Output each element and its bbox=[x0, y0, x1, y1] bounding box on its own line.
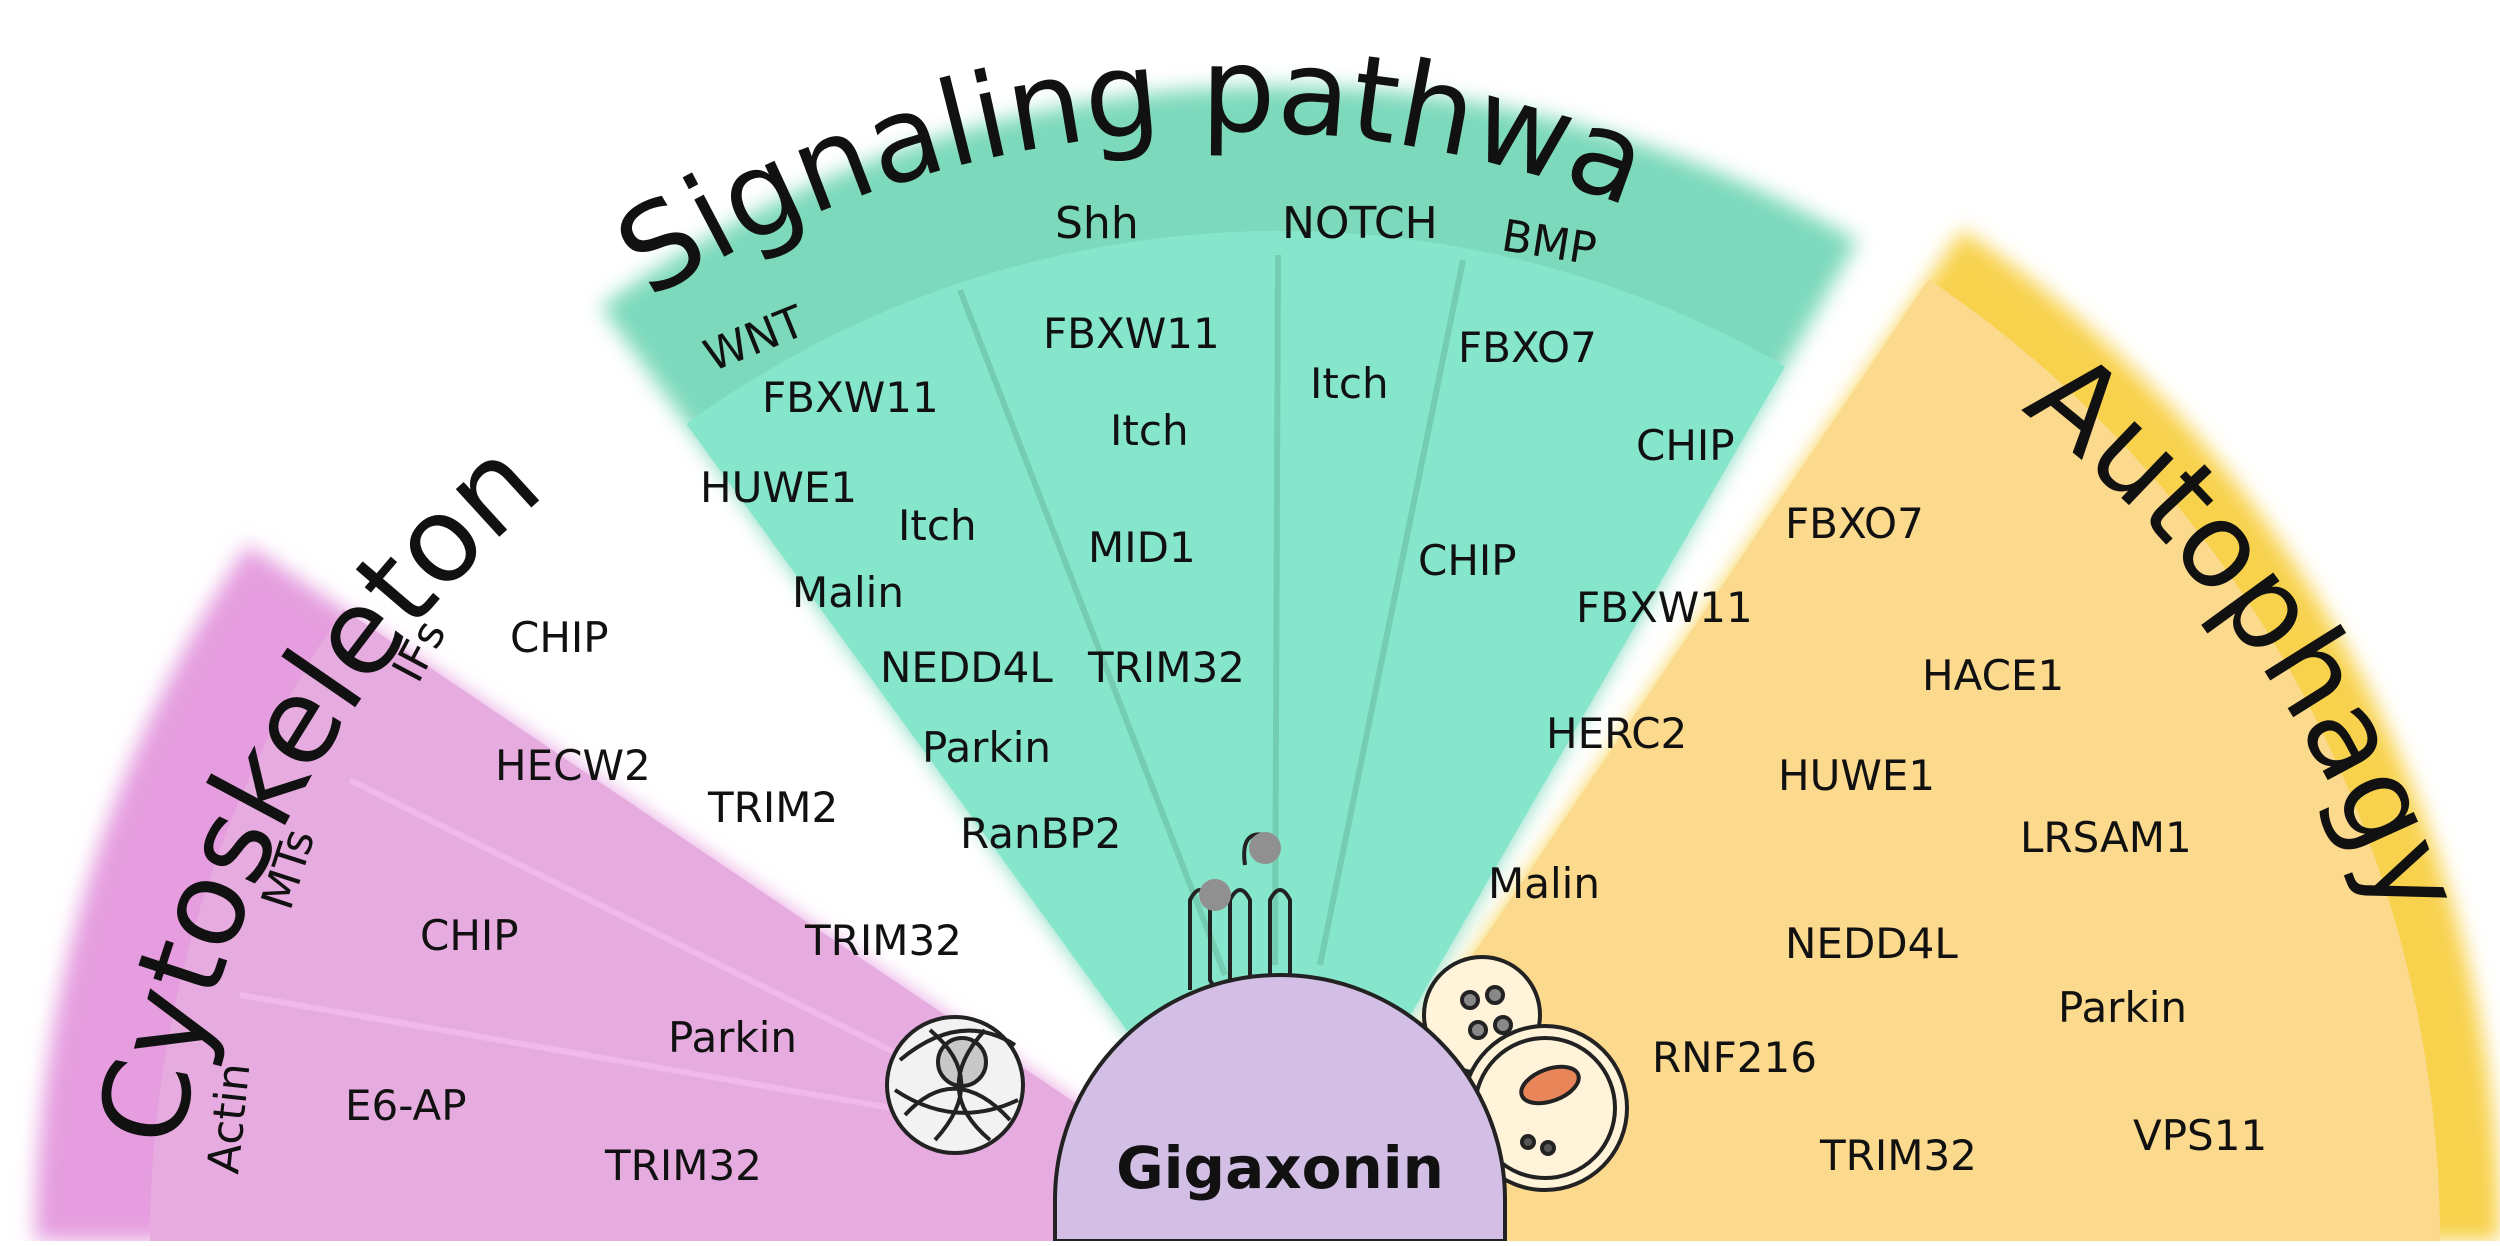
gene-label: RanBP2 bbox=[960, 809, 1121, 858]
signal-category-shh: Shh bbox=[1055, 198, 1139, 249]
signaling-inner-sector bbox=[686, 230, 1785, 1193]
autophagosome-icon bbox=[1422, 955, 1629, 1192]
gene-label: TRIM32 bbox=[1819, 1131, 1977, 1180]
gene-label: FBXW11 bbox=[762, 373, 939, 422]
gene-label: CHIP bbox=[510, 613, 609, 662]
cyto-divider-ifs-mts bbox=[348, 777, 952, 1083]
gene-label: Parkin bbox=[668, 1013, 797, 1062]
gene-label: RNF216 bbox=[1652, 1033, 1817, 1082]
gene-label: TRIM32 bbox=[604, 1141, 762, 1190]
gene-label: Parkin bbox=[922, 723, 1051, 772]
gene-label: FBXO7 bbox=[1458, 323, 1597, 372]
gene-label: Parkin bbox=[2058, 983, 2187, 1032]
gene-label: Itch bbox=[898, 501, 977, 550]
cyto-divider-mts-actin bbox=[239, 992, 961, 1123]
gene-label: FBXW11 bbox=[1576, 583, 1753, 632]
gene-label: LRSAM1 bbox=[2020, 813, 2192, 862]
gene-label: HUWE1 bbox=[700, 463, 857, 512]
gene-label: HERC2 bbox=[1546, 709, 1687, 758]
gene-label: HECW2 bbox=[495, 741, 651, 790]
gene-label: TRIM2 bbox=[707, 783, 838, 832]
gene-label: FBXW11 bbox=[1043, 309, 1220, 358]
signal-divider-notch-bmp bbox=[1317, 259, 1466, 966]
gene-label: CHIP bbox=[1418, 536, 1517, 585]
signal-category-notch: NOTCH bbox=[1282, 198, 1438, 249]
gene-label: Malin bbox=[792, 568, 904, 617]
gene-label: NEDD4L bbox=[1785, 919, 1958, 968]
gene-label: Itch bbox=[1110, 406, 1189, 455]
cell-cytoskeleton-icon bbox=[885, 1015, 1025, 1155]
gene-label: CHIP bbox=[1636, 421, 1735, 470]
gene-label: E6-AP bbox=[345, 1081, 467, 1130]
gene-label: NEDD4L bbox=[880, 643, 1053, 692]
gigaxonin-dome bbox=[1053, 973, 1507, 1243]
gene-label: TRIM32 bbox=[1087, 643, 1245, 692]
gigaxonin-core: Gigaxonin bbox=[1053, 973, 1507, 1243]
membrane-receptor-icon bbox=[1188, 832, 1292, 992]
autophagy-inner-sector bbox=[1313, 279, 2440, 1241]
gene-label: Malin bbox=[1488, 859, 1600, 908]
gene-label: CHIP bbox=[420, 911, 519, 960]
gene-label: MID1 bbox=[1088, 523, 1196, 572]
gene-label: HUWE1 bbox=[1778, 751, 1935, 800]
signal-divider-wnt-shh bbox=[957, 288, 1228, 977]
gene-label: VPS11 bbox=[2133, 1111, 2267, 1160]
cyto-category-actin: Actin bbox=[198, 1061, 260, 1177]
gene-label: FBXO7 bbox=[1785, 499, 1924, 548]
sector-inner-fills bbox=[150, 230, 2440, 1241]
gigaxonin-label: Gigaxonin bbox=[1116, 1134, 1444, 1202]
gene-label: HACE1 bbox=[1922, 651, 2064, 700]
gene-label: TRIM32 bbox=[804, 916, 962, 965]
gene-label: Itch bbox=[1310, 359, 1389, 408]
